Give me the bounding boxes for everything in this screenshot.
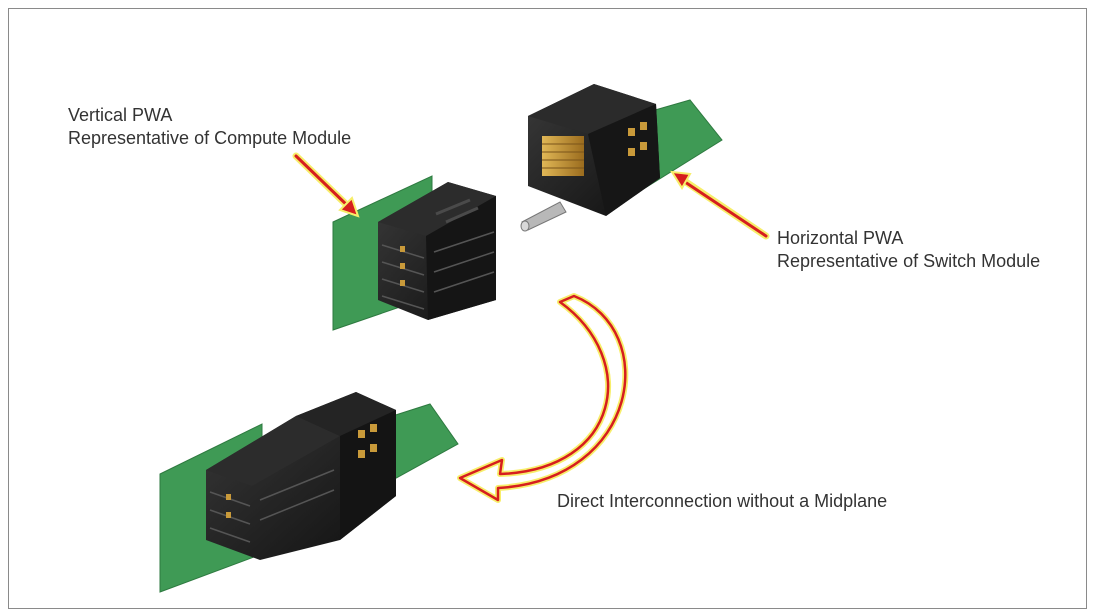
vertical-pwa-label: Vertical PWA Representative of Compute M… (68, 104, 351, 150)
mated-connector (206, 392, 396, 560)
horizontal-pwa-title: Horizontal PWA (777, 228, 904, 248)
horizontal-pwa-description: Representative of Switch Module (777, 251, 1041, 271)
vertical-pwa-title: Vertical PWA (68, 105, 173, 125)
vertical-pwa-assembly (332, 175, 496, 331)
horizontal-pwa-assembly (520, 84, 723, 232)
mating-curved-arrow (457, 293, 629, 503)
horizontal-pwa-label: Horizontal PWA Representative of Switch … (777, 227, 1040, 273)
callout-arrow-vertical (292, 152, 360, 218)
callout-arrow-horizontal (670, 170, 770, 240)
guide-pin (520, 201, 567, 232)
direct-interconnection-label: Direct Interconnection without a Midplan… (557, 491, 888, 511)
vertical-pwa-description: Representative of Compute Module (68, 128, 352, 148)
vertical-connector (378, 182, 496, 320)
horizontal-connector (528, 84, 660, 216)
mated-assembly (159, 392, 459, 593)
